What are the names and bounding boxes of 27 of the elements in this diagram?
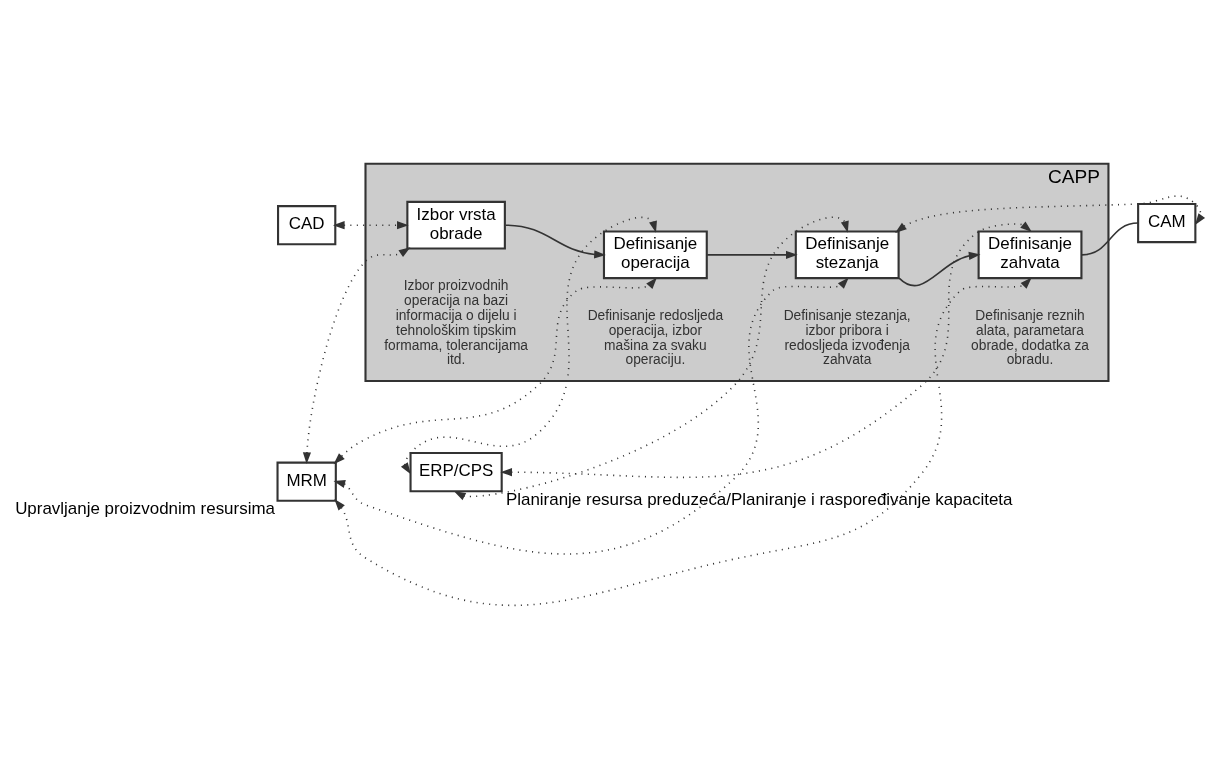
arrow — [706, 250, 798, 259]
arrow — [505, 224, 606, 259]
arrow — [302, 247, 411, 464]
arrow — [895, 195, 1206, 233]
node-label: Planiranje resursa preduzeća/Planiranje i raspoređivanje kapaciteta — [505, 489, 1013, 509]
node-box: CAD — [277, 205, 337, 246]
node-box: Definisanje operacija — [602, 230, 708, 280]
arrow — [500, 221, 1032, 479]
node-box: Izbor vrsta obrade — [406, 200, 506, 250]
node-box: ERP/CPS — [409, 452, 503, 493]
label: Definisanje redosljeda operacija, izbor mašina za svaku operaciju. — [587, 307, 724, 368]
label: Definisanje stezanja, izbor pribora i redosljeda izvođenja zahvata — [783, 307, 911, 368]
node-box: MRM — [276, 461, 337, 502]
arrow — [333, 277, 849, 555]
node-box: CAM — [1137, 202, 1197, 244]
arrow — [400, 216, 657, 475]
arrow — [898, 251, 981, 287]
arrow — [334, 277, 1032, 607]
node-label: Upravljanje proizvodnim resursima — [15, 499, 275, 519]
node-box: Definisanje zahvata — [977, 230, 1083, 280]
arrow — [453, 216, 849, 501]
label: Definisanje reznih alata, parametara obrade, dodatka za obradu. — [971, 307, 1089, 368]
connector — [1081, 222, 1139, 256]
arrow — [332, 221, 409, 230]
label: Izbor proizvodnih operacija na bazi informacija o dijelu i tehnološkim tipskim formama, tolerancijama itd. — [384, 278, 529, 368]
node-box: Definisanje stezanja — [794, 230, 900, 280]
arrow — [333, 277, 657, 465]
